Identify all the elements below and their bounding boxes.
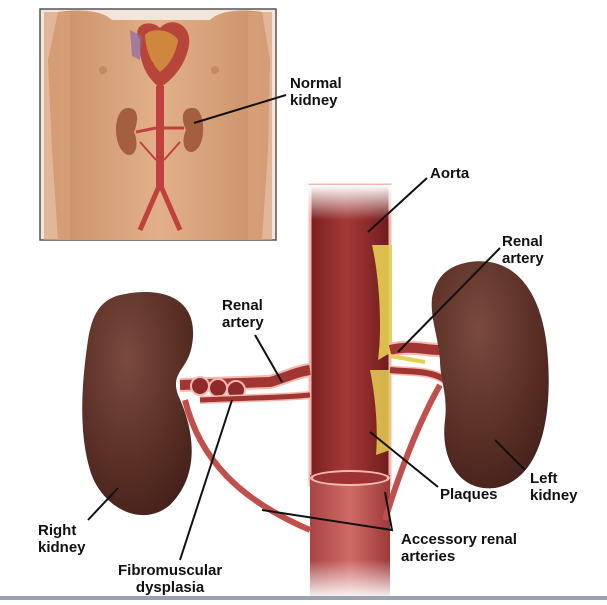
bottom-divider	[0, 596, 607, 600]
label-plaques: Plaques	[440, 486, 498, 503]
label-normal-kidney: Normal kidney	[290, 75, 342, 109]
left-kidney-shape	[431, 261, 549, 489]
label-accessory-renal-arteries: Accessory renal arteries	[401, 531, 517, 565]
inset-torso	[39, 8, 277, 241]
label-renal-artery-left: Renal artery	[222, 297, 264, 331]
label-renal-artery-right: Renal artery	[502, 233, 544, 267]
label-left-kidney: Left kidney	[530, 470, 578, 504]
label-fibromuscular-dysplasia: Fibromuscular dysplasia	[118, 562, 223, 596]
label-aorta: Aorta	[430, 165, 470, 182]
label-right-kidney: Right kidney	[38, 522, 86, 556]
leader-normal-kidney	[193, 94, 287, 124]
aorta-illustration	[179, 183, 448, 600]
right-kidney-shape	[82, 292, 194, 516]
leader-lines	[87, 177, 526, 561]
